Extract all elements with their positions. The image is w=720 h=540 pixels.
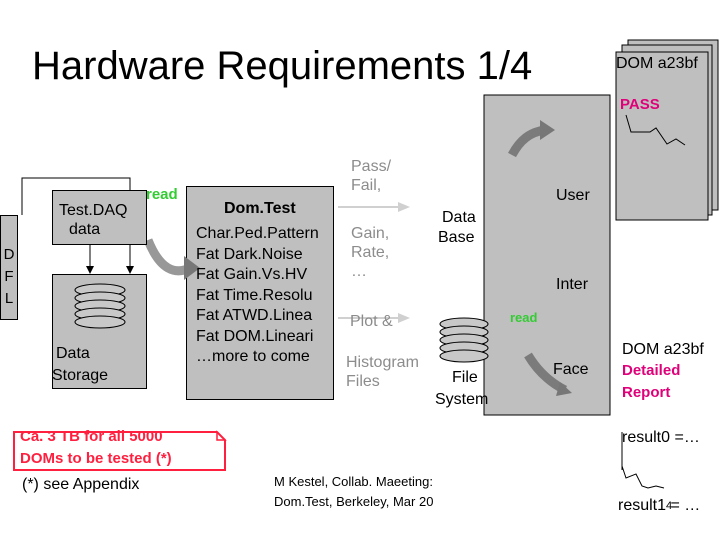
- report-report: Report: [622, 384, 671, 401]
- filesystem-line1: File: [452, 369, 478, 386]
- footer-line2: Dom.Test, Berkeley, Mar 20: [274, 494, 434, 509]
- domtest-row: Char.Ped.Pattern: [196, 225, 319, 242]
- callout-line1: Ca. 3 TB for all 5000: [20, 428, 163, 445]
- gain-rate-line: Rate,: [351, 244, 390, 261]
- domtest-row: Fat DOM.Lineari: [196, 327, 314, 345]
- domtest-row: Fat ATWD.Linea: [196, 307, 313, 324]
- footer: M Kestel, Collab. Maeeting: Dom.Test, Be…: [274, 472, 433, 512]
- histogram-line: Histogram: [346, 354, 419, 371]
- domtest-row: Fat Time.Resolu: [196, 286, 313, 304]
- footer-line1: M Kestel, Collab. Maeeting:: [274, 474, 433, 489]
- appendix-note: (*) see Appendix: [22, 476, 140, 493]
- domtest-row: …more to come: [196, 348, 310, 365]
- gain-rate-line: Gain,: [351, 225, 390, 242]
- domtest-list: Char.Ped.Pattern Fat Dark.Noise Fat Gain…: [196, 224, 319, 368]
- ui-face-label: Face: [553, 361, 589, 378]
- histogram-line: Files: [346, 373, 380, 390]
- ui-inter-label: Inter: [556, 276, 589, 293]
- callout-text: Ca. 3 TB for all 5000 DOMs to be tested …: [20, 426, 172, 470]
- domtest-row: Fat Gain.Vs.HV: [196, 266, 308, 283]
- dfl-letter-f: F: [4, 268, 14, 285]
- page-title: Hardware Requirements 1/4: [32, 44, 533, 88]
- read-label: read: [146, 186, 178, 203]
- ui-user-label: User: [556, 187, 590, 204]
- report-detailed: Detailed: [622, 362, 681, 379]
- pass-fail-label: Pass/ Fail,: [351, 157, 391, 195]
- dfl-letter-d: D: [3, 246, 15, 263]
- testdaq-line2: data: [69, 221, 101, 238]
- dfl-box: D F L: [0, 215, 18, 320]
- database-line2: Base: [438, 229, 475, 246]
- page-number: 4: [666, 500, 673, 512]
- storage-line1: Data: [56, 345, 90, 362]
- dfl-letter-l: L: [4, 290, 14, 307]
- domtest-title: Dom.Test: [224, 200, 296, 217]
- callout-line2: DOMs to be tested (*): [20, 450, 172, 467]
- pass-fail-line: Pass/: [351, 158, 392, 175]
- dom-card-label: DOM a23bf: [616, 55, 698, 72]
- result1-label: result1 = …: [618, 497, 701, 514]
- storage-line2: Storage: [52, 367, 109, 384]
- gain-rate-label: Gain, Rate, …: [351, 224, 389, 281]
- testdaq-box: Test.DAQ data: [52, 190, 147, 245]
- testdaq-line1: Test.DAQ: [59, 202, 128, 219]
- histogram-label: Histogram Files: [346, 353, 419, 391]
- pass-fail-line: Fail,: [351, 177, 382, 194]
- gain-rate-line: …: [351, 263, 367, 280]
- report-dom-label: DOM a23bf: [622, 341, 704, 358]
- domtest-row: Fat Dark.Noise: [196, 245, 303, 263]
- filesystem-cylinder-icon: [439, 317, 489, 363]
- plot-label: Plot &: [350, 313, 393, 330]
- read-label-2: read: [510, 310, 538, 325]
- result0-label: result0 =…: [622, 429, 700, 446]
- filesystem-line2: System: [435, 391, 489, 408]
- storage-cylinder-icon: [74, 283, 126, 329]
- database-line1: Data: [442, 209, 476, 226]
- pass-status: PASS: [620, 96, 660, 113]
